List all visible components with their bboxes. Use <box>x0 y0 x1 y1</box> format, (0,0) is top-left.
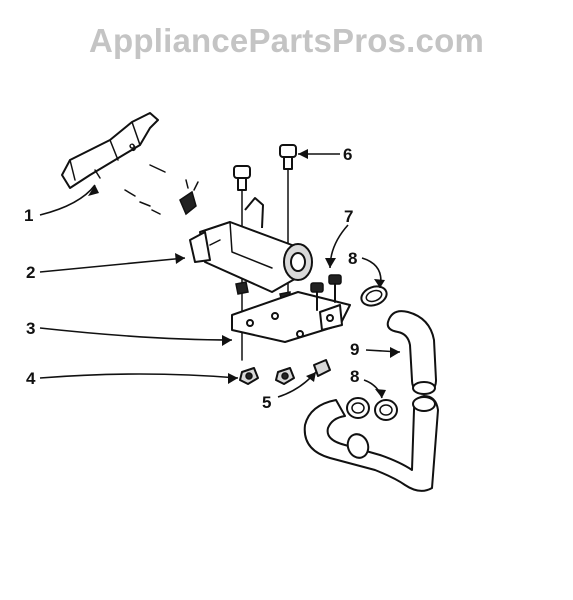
callout-9: 9 <box>350 340 359 359</box>
svg-text:9: 9 <box>128 141 139 154</box>
callout-4: 4 <box>26 369 36 388</box>
part-7-screws[interactable] <box>310 274 342 311</box>
part-3-bracket[interactable] <box>231 291 351 343</box>
part-8-upper-clamp[interactable] <box>359 283 390 309</box>
leader-lines <box>39 149 401 399</box>
callout-6: 6 <box>343 145 352 164</box>
part-8-lower-clamps[interactable] <box>346 397 398 421</box>
callout-3: 3 <box>26 319 35 338</box>
part-1-cover[interactable]: 9 <box>61 112 159 189</box>
callout-2: 2 <box>26 263 35 282</box>
callout-1: 1 <box>24 206 33 225</box>
callout-5: 5 <box>262 393 271 412</box>
part-4-nuts[interactable] <box>239 367 295 385</box>
callout-7: 7 <box>344 207 353 226</box>
part-2-pump[interactable] <box>189 197 313 303</box>
watermark-text: AppliancePartsPros.com <box>88 22 485 59</box>
part-5-clip[interactable] <box>313 359 331 377</box>
mounting-screws <box>124 164 199 216</box>
callout-8-upper: 8 <box>348 249 357 268</box>
part-9-hoses[interactable] <box>303 310 439 492</box>
callout-8-lower: 8 <box>350 367 359 386</box>
